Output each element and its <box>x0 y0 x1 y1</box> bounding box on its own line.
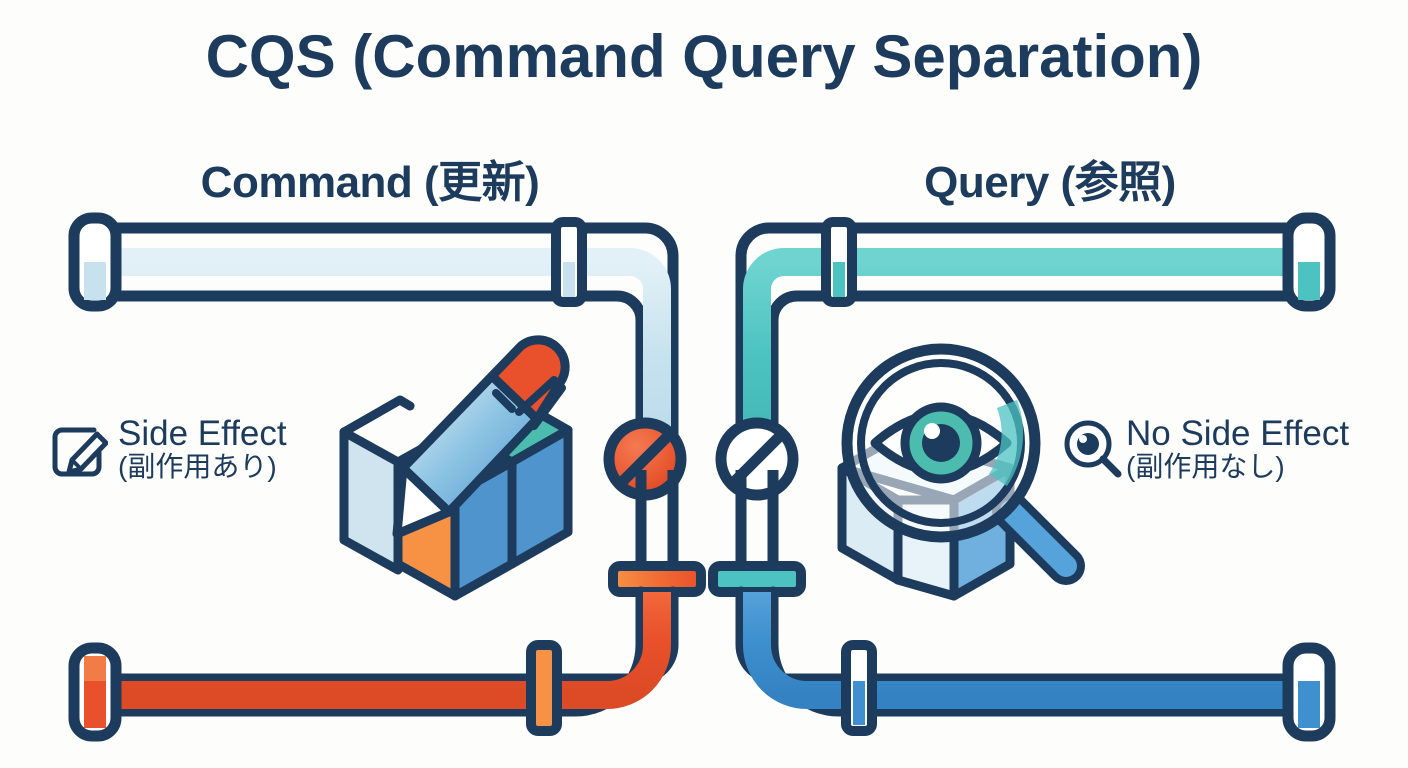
pen-icon <box>392 335 570 539</box>
left-pipe-system <box>68 212 706 742</box>
left-transition-collar <box>608 561 706 597</box>
left-panel-subtitle: Command (更新) <box>200 158 540 207</box>
right-bottom-endcap <box>1282 642 1336 742</box>
right-annotation: No Side Effect (副作用なし) <box>1126 414 1350 483</box>
right-annotation-line1: No Side Effect <box>1126 414 1350 453</box>
left-mid-pipe <box>635 470 679 572</box>
left-top-pipe <box>86 222 679 476</box>
right-transition-collar <box>708 561 806 597</box>
left-top-collar <box>551 217 587 307</box>
page-title: CQS (Command Query Separation) <box>205 23 1203 90</box>
left-bottom-endcap <box>68 642 122 742</box>
left-annotation: Side Effect (副作用あり) <box>118 414 287 483</box>
right-bottom-collar <box>841 640 877 736</box>
left-outlet-pipe <box>86 586 679 717</box>
right-pipe-system <box>708 212 1336 742</box>
left-annotation-line2: (副作用あり) <box>118 451 277 483</box>
right-top-endcap <box>1282 212 1336 312</box>
right-panel-subtitle: Query (参照) <box>924 158 1176 207</box>
right-mid-pipe <box>735 470 779 572</box>
left-bottom-collar <box>526 640 562 736</box>
illustration-magnifier-eye-on-cubes <box>837 343 1085 601</box>
right-top-pipe <box>735 222 1312 476</box>
right-top-collar <box>821 217 857 307</box>
illustration-pen-on-cubes <box>339 335 573 601</box>
right-outlet-pipe <box>735 586 1312 717</box>
right-annotation-line2: (副作用なし) <box>1126 451 1285 483</box>
edit-square-pencil-icon <box>50 420 109 480</box>
magnifier-eye-icon <box>1062 418 1124 480</box>
left-top-endcap <box>68 212 122 312</box>
left-annotation-line1: Side Effect <box>118 414 287 453</box>
